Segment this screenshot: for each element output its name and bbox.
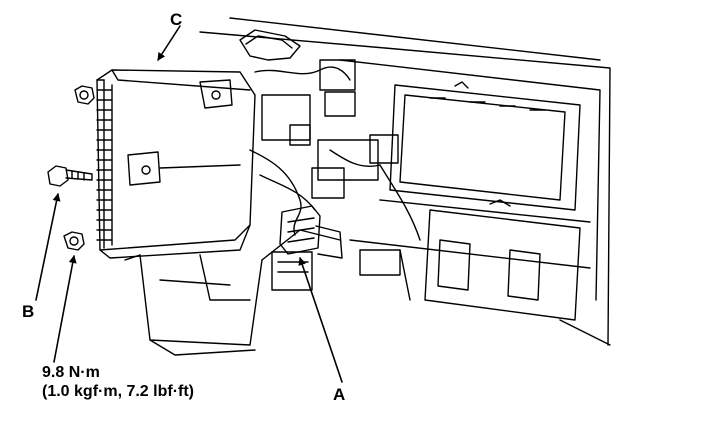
- dashboard-frame: [199, 17, 611, 346]
- control-unit-c: [96, 69, 256, 259]
- torque-spec-conversion: (1.0 kgf·m, 7.2 lbf·ft): [42, 383, 195, 400]
- nut-bottom: [63, 231, 85, 251]
- connector-a: [279, 205, 343, 259]
- torque-spec-value: 9.8 N·m: [42, 364, 100, 381]
- lower-bracket: [124, 229, 341, 356]
- callout-a-label: A: [333, 385, 346, 404]
- connector-cluster: [261, 59, 401, 291]
- bolt-b: [47, 165, 93, 187]
- callout-c-label: C: [170, 10, 183, 29]
- nut-top: [74, 85, 95, 105]
- callout-b-label: B: [22, 302, 35, 321]
- leader-lines: [35, 25, 343, 383]
